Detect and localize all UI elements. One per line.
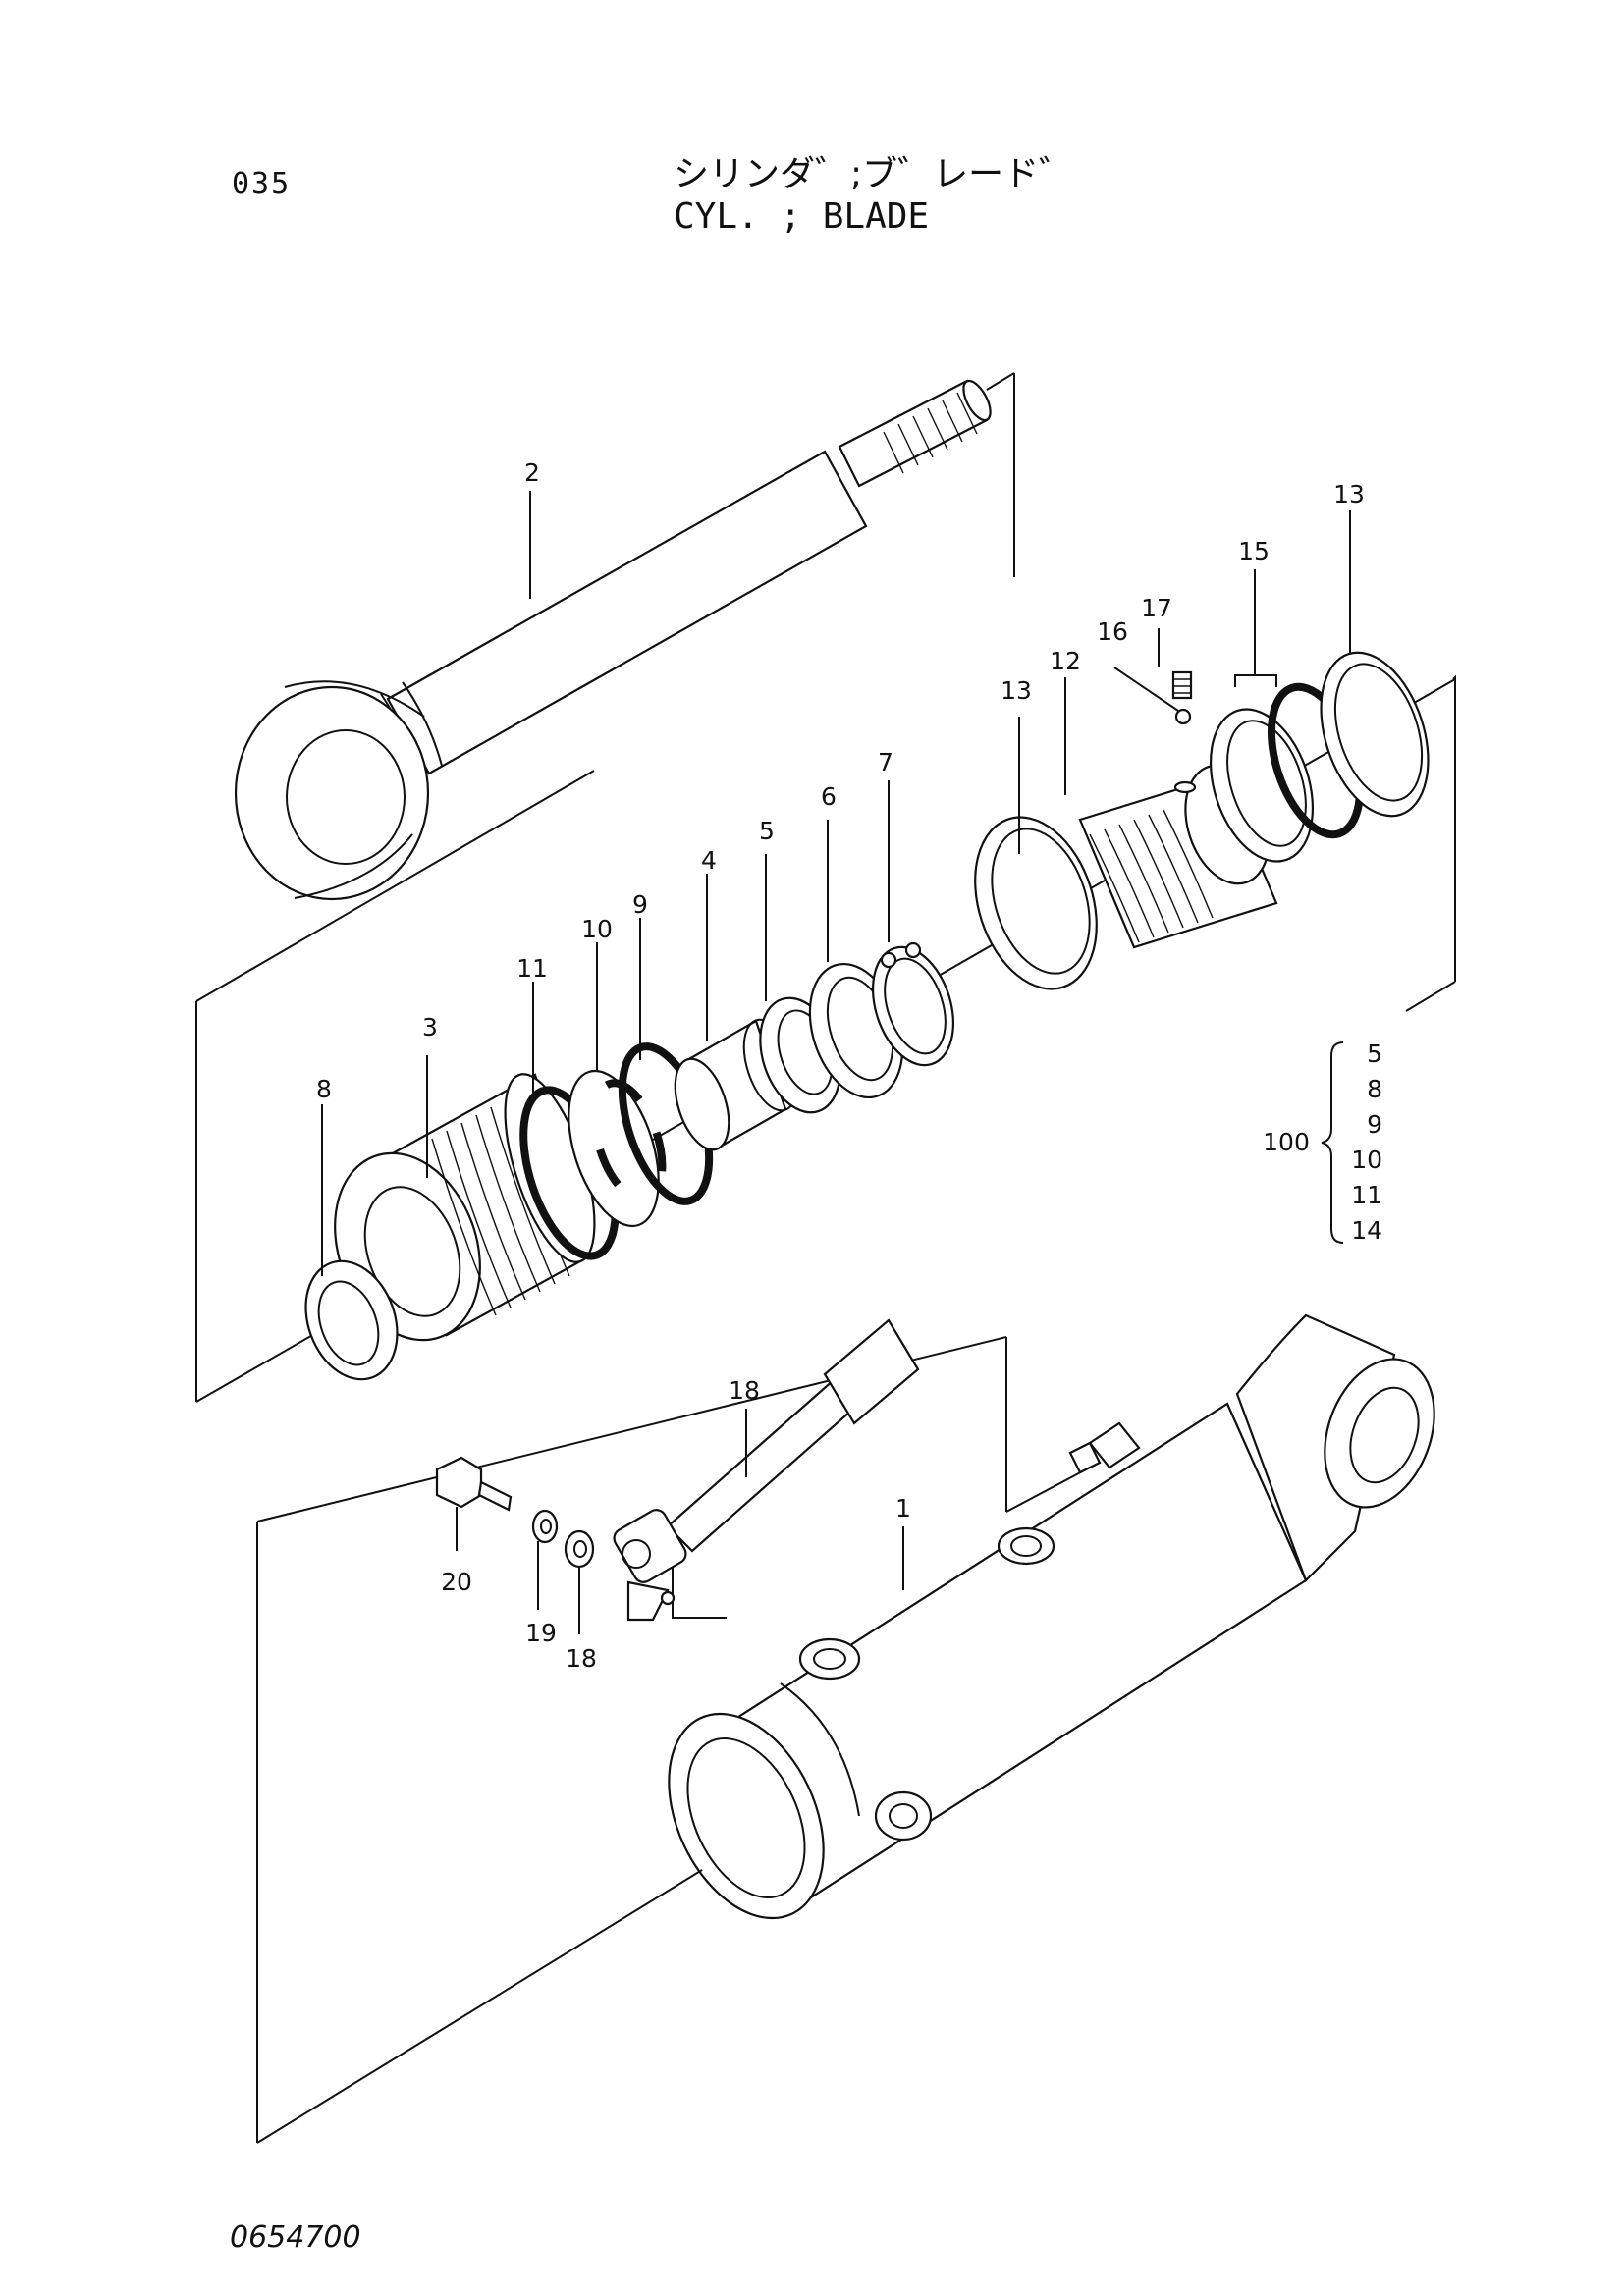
cylinder-head-part-3 [304,1055,596,1381]
callout-17: 18 [729,1376,760,1405]
callout-20: 20 [441,1568,472,1596]
kit-item: 14 [1351,1216,1382,1245]
kit-item: 10 [1351,1146,1382,1174]
kit-item: 11 [1351,1181,1382,1209]
piston-ring-part-13-left [974,717,1098,990]
callout-1: 1 [895,1494,911,1522]
callout-15: 16 [1097,617,1128,646]
kit-number: 100 [1263,1128,1310,1156]
callout-14: 15 [1238,537,1270,565]
backup-ring-part-10 [568,942,667,1228]
drawing-number: 0654700 [230,2220,361,2255]
callout-2: 2 [524,458,540,487]
seal-kit-100: 100 5 8 9 10 11 14 [1263,1040,1382,1245]
callout-10: 10 [581,915,613,943]
assembly-boundary-lower [256,1336,1089,2144]
callout-16: 17 [1141,594,1172,622]
callout-4: 4 [701,846,717,875]
piston-ring-part-13-right [1320,510,1430,818]
callout-19: 19 [525,1619,557,1647]
callout-11: 11 [516,954,548,983]
callout-9: 9 [632,890,648,919]
kit-item: 9 [1367,1110,1382,1139]
kit-item: 8 [1367,1075,1382,1103]
title-english: CYL. ; BLADE [674,196,930,237]
callout-13-right: 13 [1333,480,1365,508]
page-number: 035 [232,167,292,201]
bolt-part-20 [435,1456,513,1551]
ball-part-15 [1113,667,1192,725]
callout-3: 3 [422,1013,438,1041]
callout-6: 6 [821,782,837,811]
cylinder-tube-part-1 [668,1313,1435,1920]
kit-item: 5 [1367,1040,1382,1068]
washer-part-18 [564,1529,595,1634]
piston-seal-part-14 [1209,569,1365,863]
callout-12: 12 [1050,647,1081,675]
callout-8: 8 [316,1075,332,1103]
pipe-part-17 [613,1318,920,1622]
lock-washer-part-19 [531,1509,559,1610]
callout-7: 7 [878,748,893,776]
callout-5: 5 [759,817,775,845]
callout-18: 18 [566,1644,597,1673]
set-screw-part-16 [1158,628,1193,700]
snap-ring-part-7 [871,780,955,1067]
callout-13-left: 13 [1001,676,1032,705]
piston-rod-part-2 [234,379,992,901]
title-japanese: シリンダ゛;ブ゛レード゛ [674,154,1075,194]
bushing-part-8 [304,1259,399,1381]
